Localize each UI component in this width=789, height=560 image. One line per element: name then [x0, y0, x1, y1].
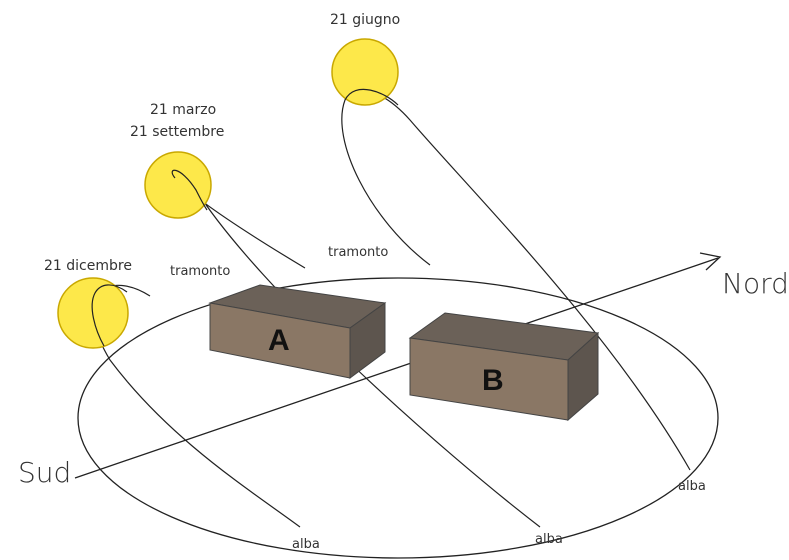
- building-b: B: [408, 312, 600, 422]
- equinox-path-over-sun: [171, 169, 208, 211]
- building-a-side: [349, 302, 386, 379]
- north-south-axis: [74, 257, 719, 479]
- sunset-top-label: tramonto: [328, 245, 388, 260]
- dawn-middle-label: alba: [535, 532, 563, 547]
- march-label: 21 marzo: [150, 102, 216, 118]
- june-path-over-sun: [344, 88, 399, 106]
- june-sun: [331, 38, 399, 106]
- north-arrow-head: [699, 252, 722, 271]
- june-sun-path: [341, 89, 691, 471]
- december-path-over-sun: [91, 284, 128, 347]
- june-label: 21 giugno: [330, 12, 400, 28]
- building-a: A: [208, 284, 387, 379]
- equinox-sun: [144, 151, 212, 219]
- dawn-left-label: alba: [292, 537, 320, 552]
- december-label: 21 dicembre: [44, 258, 132, 274]
- south-label: Sud: [18, 456, 71, 489]
- sunset-left-label: tramonto: [170, 264, 230, 279]
- building-b-label: B: [482, 364, 504, 397]
- ground-ellipse: [77, 277, 719, 559]
- building-a-label: A: [268, 324, 290, 357]
- dawn-right-label: alba: [678, 479, 706, 494]
- september-label: 21 settembre: [130, 124, 224, 140]
- north-label: Nord: [722, 267, 789, 300]
- building-b-side: [567, 331, 599, 422]
